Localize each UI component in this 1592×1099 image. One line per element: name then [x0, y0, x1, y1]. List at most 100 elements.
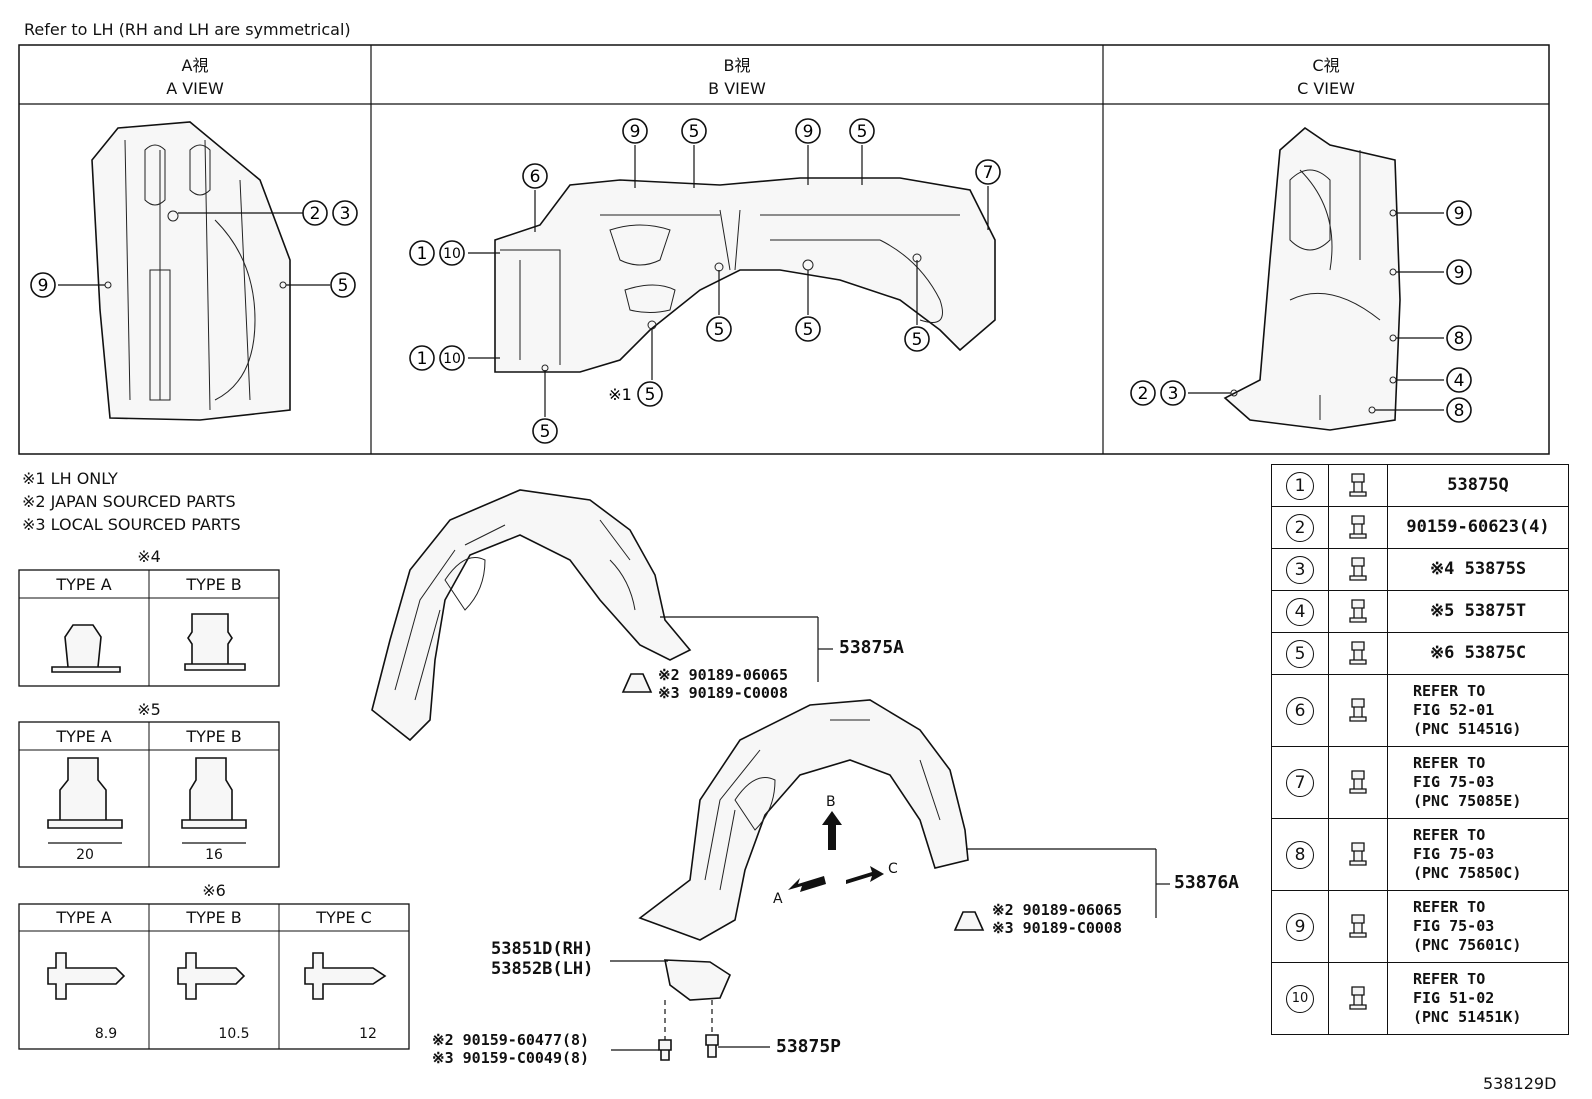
callout-b-5d: 5	[795, 316, 821, 342]
parts-row-text: FIG 75-03	[1413, 773, 1495, 791]
callout-b-9a: 9	[622, 118, 648, 144]
svg-text:3: 3	[340, 204, 351, 224]
callout-b-5e: 5	[904, 326, 930, 352]
parts-row-text: REFER TO	[1413, 826, 1486, 844]
b-view-title: B VIEW	[708, 79, 766, 98]
callout-c-8b: 8	[1446, 397, 1472, 423]
label-53875A: 53875A	[839, 637, 905, 658]
callout-c-2: 2	[1130, 380, 1156, 406]
svg-text:9: 9	[38, 276, 49, 296]
svg-text:9: 9	[803, 122, 814, 142]
fastener-shape	[1349, 472, 1367, 497]
arrow-c-icon	[846, 866, 884, 884]
fastener-shape	[1349, 514, 1367, 539]
parts-row-label: ※4 53875S	[1387, 548, 1569, 591]
type-table-6-a: TYPE A	[56, 908, 112, 927]
parts-row-number: 10	[1271, 962, 1329, 1035]
figure-id: 538129D	[1483, 1074, 1557, 1093]
callout-number-icon: 5	[1286, 639, 1314, 668]
parts-row-number: 2	[1271, 506, 1329, 549]
callout-c-9a: 9	[1446, 200, 1472, 226]
a-view-drawing	[58, 121, 330, 421]
callout-b-10a: 10	[439, 240, 465, 266]
callout-a-3: 3	[332, 200, 358, 226]
callout-number-icon: 8	[1286, 840, 1314, 869]
type-table-6-dim-b: 10.5	[218, 1026, 250, 1042]
note-2: ※2 JAPAN SOURCED PARTS	[22, 492, 236, 511]
type-table-5	[18, 721, 280, 868]
svg-text:5: 5	[540, 422, 551, 442]
label-clip-lower-jp: ※2 90189-06065	[992, 901, 1122, 919]
svg-text:1: 1	[417, 349, 428, 369]
arrow-a-label: A	[773, 891, 783, 907]
parts-row-text: 53875Q	[1447, 475, 1509, 495]
parts-row-text: ※6 53875C	[1429, 643, 1527, 663]
parts-row-text: FIG 75-03	[1413, 917, 1495, 935]
svg-text:9: 9	[1454, 263, 1465, 283]
label-53875P: 53875P	[776, 1036, 842, 1057]
svg-text:10: 10	[443, 246, 461, 262]
label-clip-lower-local: ※3 90189-C0008	[992, 919, 1122, 937]
arrow-c-label: C	[888, 861, 898, 877]
type-table-5-a: TYPE A	[56, 727, 112, 746]
type-table-6-title: ※6	[202, 881, 226, 900]
type-table-6	[18, 903, 410, 1050]
label-bracket-rh: 53851D(RH)	[491, 939, 594, 959]
fastener-shape	[1349, 598, 1367, 623]
svg-text:3: 3	[1168, 384, 1179, 404]
parts-row-text: ※4 53875S	[1429, 559, 1527, 579]
svg-text:5: 5	[689, 122, 700, 142]
parts-row-number: 9	[1271, 890, 1329, 963]
header-note: Refer to LH (RH and LH are symmetrical)	[24, 20, 351, 39]
callout-b-10b: 10	[439, 345, 465, 371]
svg-text:6: 6	[530, 167, 541, 187]
parts-row-text: (PNC 75850C)	[1413, 864, 1522, 882]
callout-number-icon: 4	[1286, 597, 1314, 626]
parts-row-label: 53875Q	[1387, 464, 1569, 507]
callout-b-1b: 1	[409, 345, 435, 371]
parts-row-text: (PNC 75601C)	[1413, 936, 1522, 954]
fastener-icon	[1328, 890, 1388, 963]
svg-text:1: 1	[417, 244, 428, 264]
label-53876A: 53876A	[1174, 872, 1240, 893]
callout-number-icon: 2	[1286, 513, 1314, 542]
c-view-drawing	[1188, 126, 1444, 431]
label-bolt-local: ※3 90159-C0049(8)	[432, 1049, 590, 1067]
type-table-4-title: ※4	[137, 547, 161, 566]
label-clip-upper-jp: ※2 90189-06065	[658, 666, 788, 684]
arrow-b-label: B	[826, 794, 836, 810]
fastener-icon	[1328, 632, 1388, 675]
parts-table-row: 1 53875Q	[1271, 464, 1569, 507]
note-1: ※1 LH ONLY	[22, 469, 118, 488]
b-view-jp: B視	[723, 56, 751, 75]
parts-row-text: REFER TO	[1413, 970, 1486, 988]
liner-lower-drawing	[610, 699, 1170, 1061]
parts-row-text: REFER TO	[1413, 898, 1486, 916]
callout-number-icon: 1	[1286, 471, 1314, 500]
callout-b-6: 6	[522, 163, 548, 189]
b-view-note: ※1	[608, 385, 632, 404]
label-bolt-jp: ※2 90159-60477(8)	[432, 1031, 590, 1049]
a-view-title: A VIEW	[166, 79, 224, 98]
parts-row-text: (PNC 51451G)	[1413, 720, 1522, 738]
callout-number-icon: 7	[1286, 768, 1314, 797]
type-table-5-dim-a: 20	[76, 847, 94, 863]
parts-row-number: 7	[1271, 746, 1329, 819]
svg-text:7: 7	[983, 163, 994, 183]
svg-text:2: 2	[310, 204, 321, 224]
svg-text:9: 9	[1454, 204, 1465, 224]
type-table-4	[18, 569, 280, 687]
fastener-icon	[1328, 464, 1388, 507]
callout-number-icon: 10	[1286, 984, 1314, 1013]
label-clip-upper-local: ※3 90189-C0008	[658, 684, 788, 702]
parts-row-text: (PNC 51451K)	[1413, 1008, 1522, 1026]
c-view-title: C VIEW	[1297, 79, 1355, 98]
fastener-icon	[1328, 746, 1388, 819]
type-table-6-b: TYPE B	[186, 908, 242, 927]
